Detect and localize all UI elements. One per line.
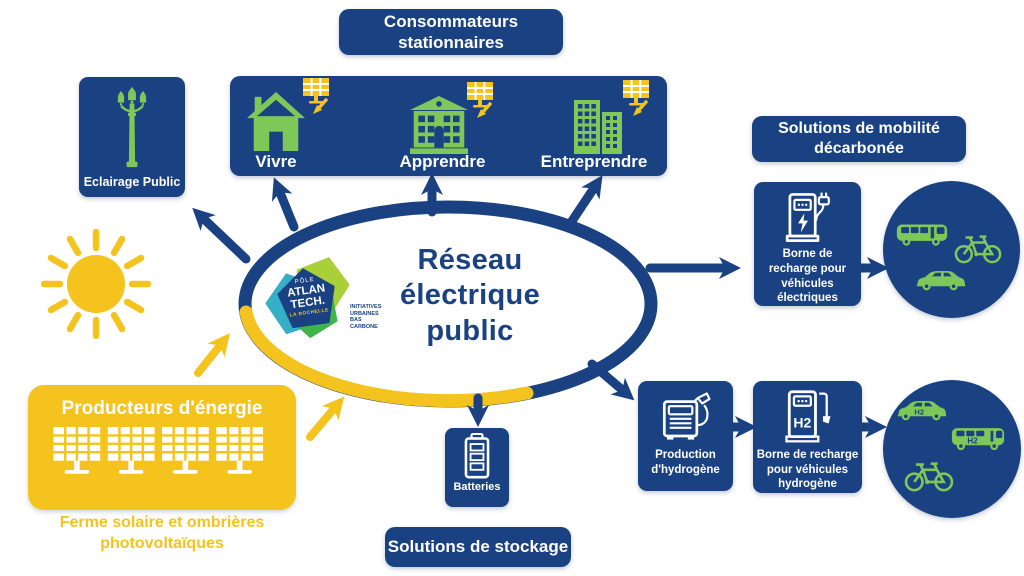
office-buildings-icon	[574, 100, 622, 154]
arrow-to-vivre	[271, 177, 299, 232]
entreprendre-label: Entreprendre	[540, 152, 648, 171]
eclairage-box: Eclairage Public	[79, 77, 185, 197]
ev-vehicles-circle	[883, 181, 1020, 318]
street-lamp-icon	[117, 86, 147, 168]
h2-production-icon	[662, 392, 711, 440]
apprendre-label: Apprendre	[399, 152, 486, 171]
center-title: Réseau électrique public	[400, 244, 540, 347]
mobility-header: Solutions de mobilité décarbonée	[752, 116, 966, 162]
ev-station-box: Borne de recharge pour véhicules électri…	[754, 182, 861, 306]
h2-charger-h2-label: H2	[793, 414, 811, 430]
solar-panel-icon	[303, 78, 329, 114]
atlantech-logo: PÔLE ATLAN TECH. LA ROCHELLE INITIATIVES…	[266, 256, 382, 348]
car-icon	[916, 271, 966, 291]
solar-farm-icon	[53, 427, 264, 474]
arrow-producers-to-grid-2	[306, 396, 345, 441]
eclairage-label: Eclairage Public	[83, 175, 181, 189]
grid-ellipse-yellow-arc	[239, 305, 534, 408]
bike-icon	[904, 462, 954, 492]
arrow-to-h2-production	[587, 359, 635, 401]
h2-station-label: Borne de recharge pour véhicules hydrogè…	[756, 449, 859, 491]
h2-charger-icon: H2	[784, 390, 830, 443]
solar-panel-icon	[467, 82, 493, 118]
sun-icon	[41, 229, 151, 339]
solar-panel-icon	[623, 80, 649, 116]
producers-box: Producteurs d'énergie	[28, 385, 296, 510]
h2-production-label: Production d'hydrogène	[651, 449, 720, 476]
school-icon	[410, 96, 468, 154]
ev-charger-icon	[785, 192, 830, 242]
producers-caption: Ferme solaire et ombrières photovoltaïqu…	[59, 514, 265, 552]
h2-car-icon: H2	[897, 401, 947, 421]
battery-box: Batteries	[445, 428, 509, 507]
storage-header: Solutions de stockage	[385, 527, 571, 567]
logo-tagline: INITIATIVES URBAINES BAS CARBONE	[350, 304, 382, 330]
h2-station-box: H2 Borne de recharge pour véhicules hydr…	[753, 381, 862, 493]
arrow-to-lighting	[192, 207, 251, 264]
producer-arrows	[194, 333, 345, 441]
arrow-to-entreprendre	[567, 175, 603, 226]
h2-car-label: H2	[914, 408, 924, 417]
producers-title: Producteurs d'énergie	[61, 398, 263, 419]
battery-icon	[464, 433, 490, 479]
h2-production-box: Production d'hydrogène	[638, 381, 733, 491]
h2-bus-icon: H2	[951, 428, 1005, 451]
bus-icon	[896, 224, 948, 246]
vivre-label: Vivre	[255, 152, 297, 171]
house-icon	[246, 92, 306, 152]
battery-label: Batteries	[453, 481, 501, 493]
consumers-header: Consommateurs stationnaires	[339, 9, 563, 55]
bike-icon	[954, 235, 1002, 264]
arrow-producers-to-grid-1	[194, 333, 230, 377]
h2-bus-label: H2	[967, 436, 978, 445]
h2-vehicles-circle: H2 H2	[883, 380, 1021, 518]
ev-station-label: Borne de recharge pour véhicules électri…	[768, 248, 847, 305]
